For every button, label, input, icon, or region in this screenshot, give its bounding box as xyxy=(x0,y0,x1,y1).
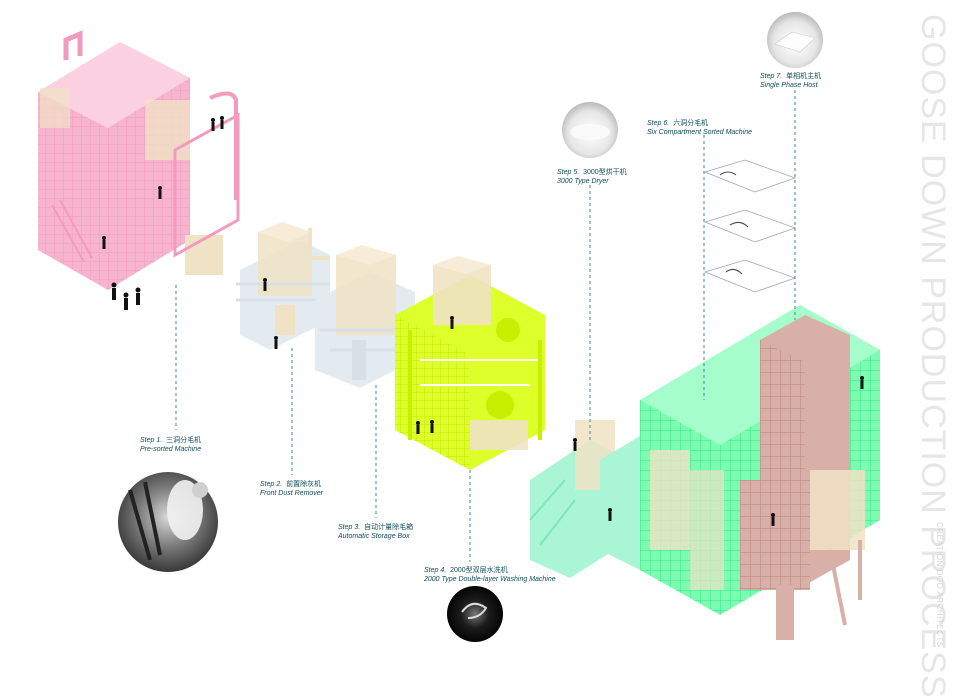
machine-1-pre-sorted xyxy=(38,30,240,290)
step-5-number: Step 5. xyxy=(557,169,580,176)
step-4-en: 2000 Type Double-layer Washing Machine xyxy=(424,576,556,583)
step-3-cn: 自动计量除毛箱 xyxy=(364,524,414,531)
step-5-label: Step 5. 3000型烘干机 3000 Type Dryer xyxy=(557,168,627,186)
machine-7-single-phase-host xyxy=(740,315,865,640)
step-3-number: Step 3. xyxy=(338,524,361,531)
step-7-label: Step 7. 单相机主机 Single Phase Host xyxy=(760,72,821,90)
step-4-cn: 2000型双层水洗机 xyxy=(450,567,508,574)
step-7-cn: 单相机主机 xyxy=(786,73,822,80)
process-diagram xyxy=(38,12,880,642)
photo-step-1 xyxy=(118,472,218,572)
step-6-label: Step 6. 六洞分毛机 Six Compartment Sorted Mac… xyxy=(647,119,752,137)
photo-step-5 xyxy=(562,102,618,158)
step-3-label: Step 3. 自动计量除毛箱 Automatic Storage Box xyxy=(338,523,413,541)
step-3-en: Automatic Storage Box xyxy=(338,533,410,540)
step-1-number: Step 1. xyxy=(140,437,163,444)
leader-lines xyxy=(175,90,796,562)
step-1-en: Pre-sorted Machine xyxy=(140,446,202,453)
step-2-en: Front Dust Remover xyxy=(260,490,324,497)
step-5-en: 3000 Type Dryer xyxy=(557,178,609,185)
step-2-number: Step 2. xyxy=(260,481,283,488)
step-7-number: Step 7. xyxy=(760,73,783,80)
worker-figures xyxy=(102,116,864,526)
step-6-cn: 六洞分毛机 xyxy=(673,120,709,127)
machine-3-storage-box xyxy=(315,245,415,388)
step-1-label: Step 1. 三洞分毛机 Pre-sorted Machine xyxy=(140,436,201,454)
step-6-en: Six Compartment Sorted Machine xyxy=(647,129,753,136)
machine-4-washing-machine xyxy=(395,256,545,470)
step-6-number: Step 6. xyxy=(647,120,670,127)
page-subtitle: CREATION DOO ARCHITECTS xyxy=(935,522,944,648)
step-1-cn: 三洞分毛机 xyxy=(166,437,202,444)
step-5-cn: 3000型烘干机 xyxy=(583,169,627,176)
step-2-label: Step 2. 前置除灰机 Front Dust Remover xyxy=(260,480,323,498)
photo-step-7 xyxy=(767,12,823,68)
page-title: GOOSE DOWN PRODUCTION PROCESS xyxy=(914,14,952,699)
step-4-number: Step 4. xyxy=(424,567,447,574)
machine-2-dust-remover xyxy=(236,222,330,350)
photo-step-4 xyxy=(447,586,503,642)
step-4-label: Step 4. 2000型双层水洗机 2000 Type Double-laye… xyxy=(424,566,556,584)
step-2-cn: 前置除灰机 xyxy=(286,481,322,488)
step-7-en: Single Phase Host xyxy=(760,82,818,89)
